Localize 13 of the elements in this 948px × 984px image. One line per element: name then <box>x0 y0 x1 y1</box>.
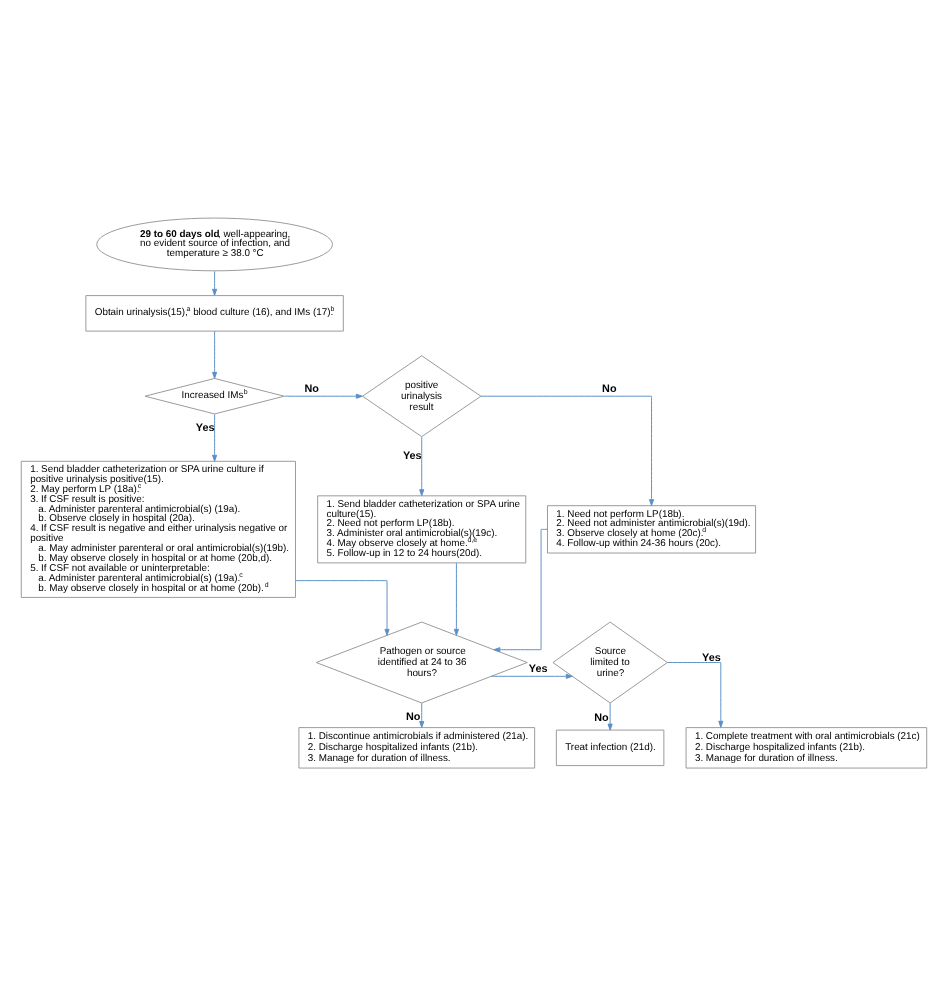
arrow <box>453 561 459 635</box>
arrow <box>607 701 613 730</box>
arrow <box>212 412 218 461</box>
arrow <box>490 672 573 678</box>
arrow <box>493 527 548 652</box>
arrow <box>666 661 724 727</box>
arrow <box>480 394 655 506</box>
arrow <box>212 329 218 378</box>
arrow <box>295 579 390 635</box>
arrow <box>283 392 363 398</box>
arrow <box>419 701 425 727</box>
arrow <box>212 269 218 295</box>
arrow <box>419 435 425 496</box>
